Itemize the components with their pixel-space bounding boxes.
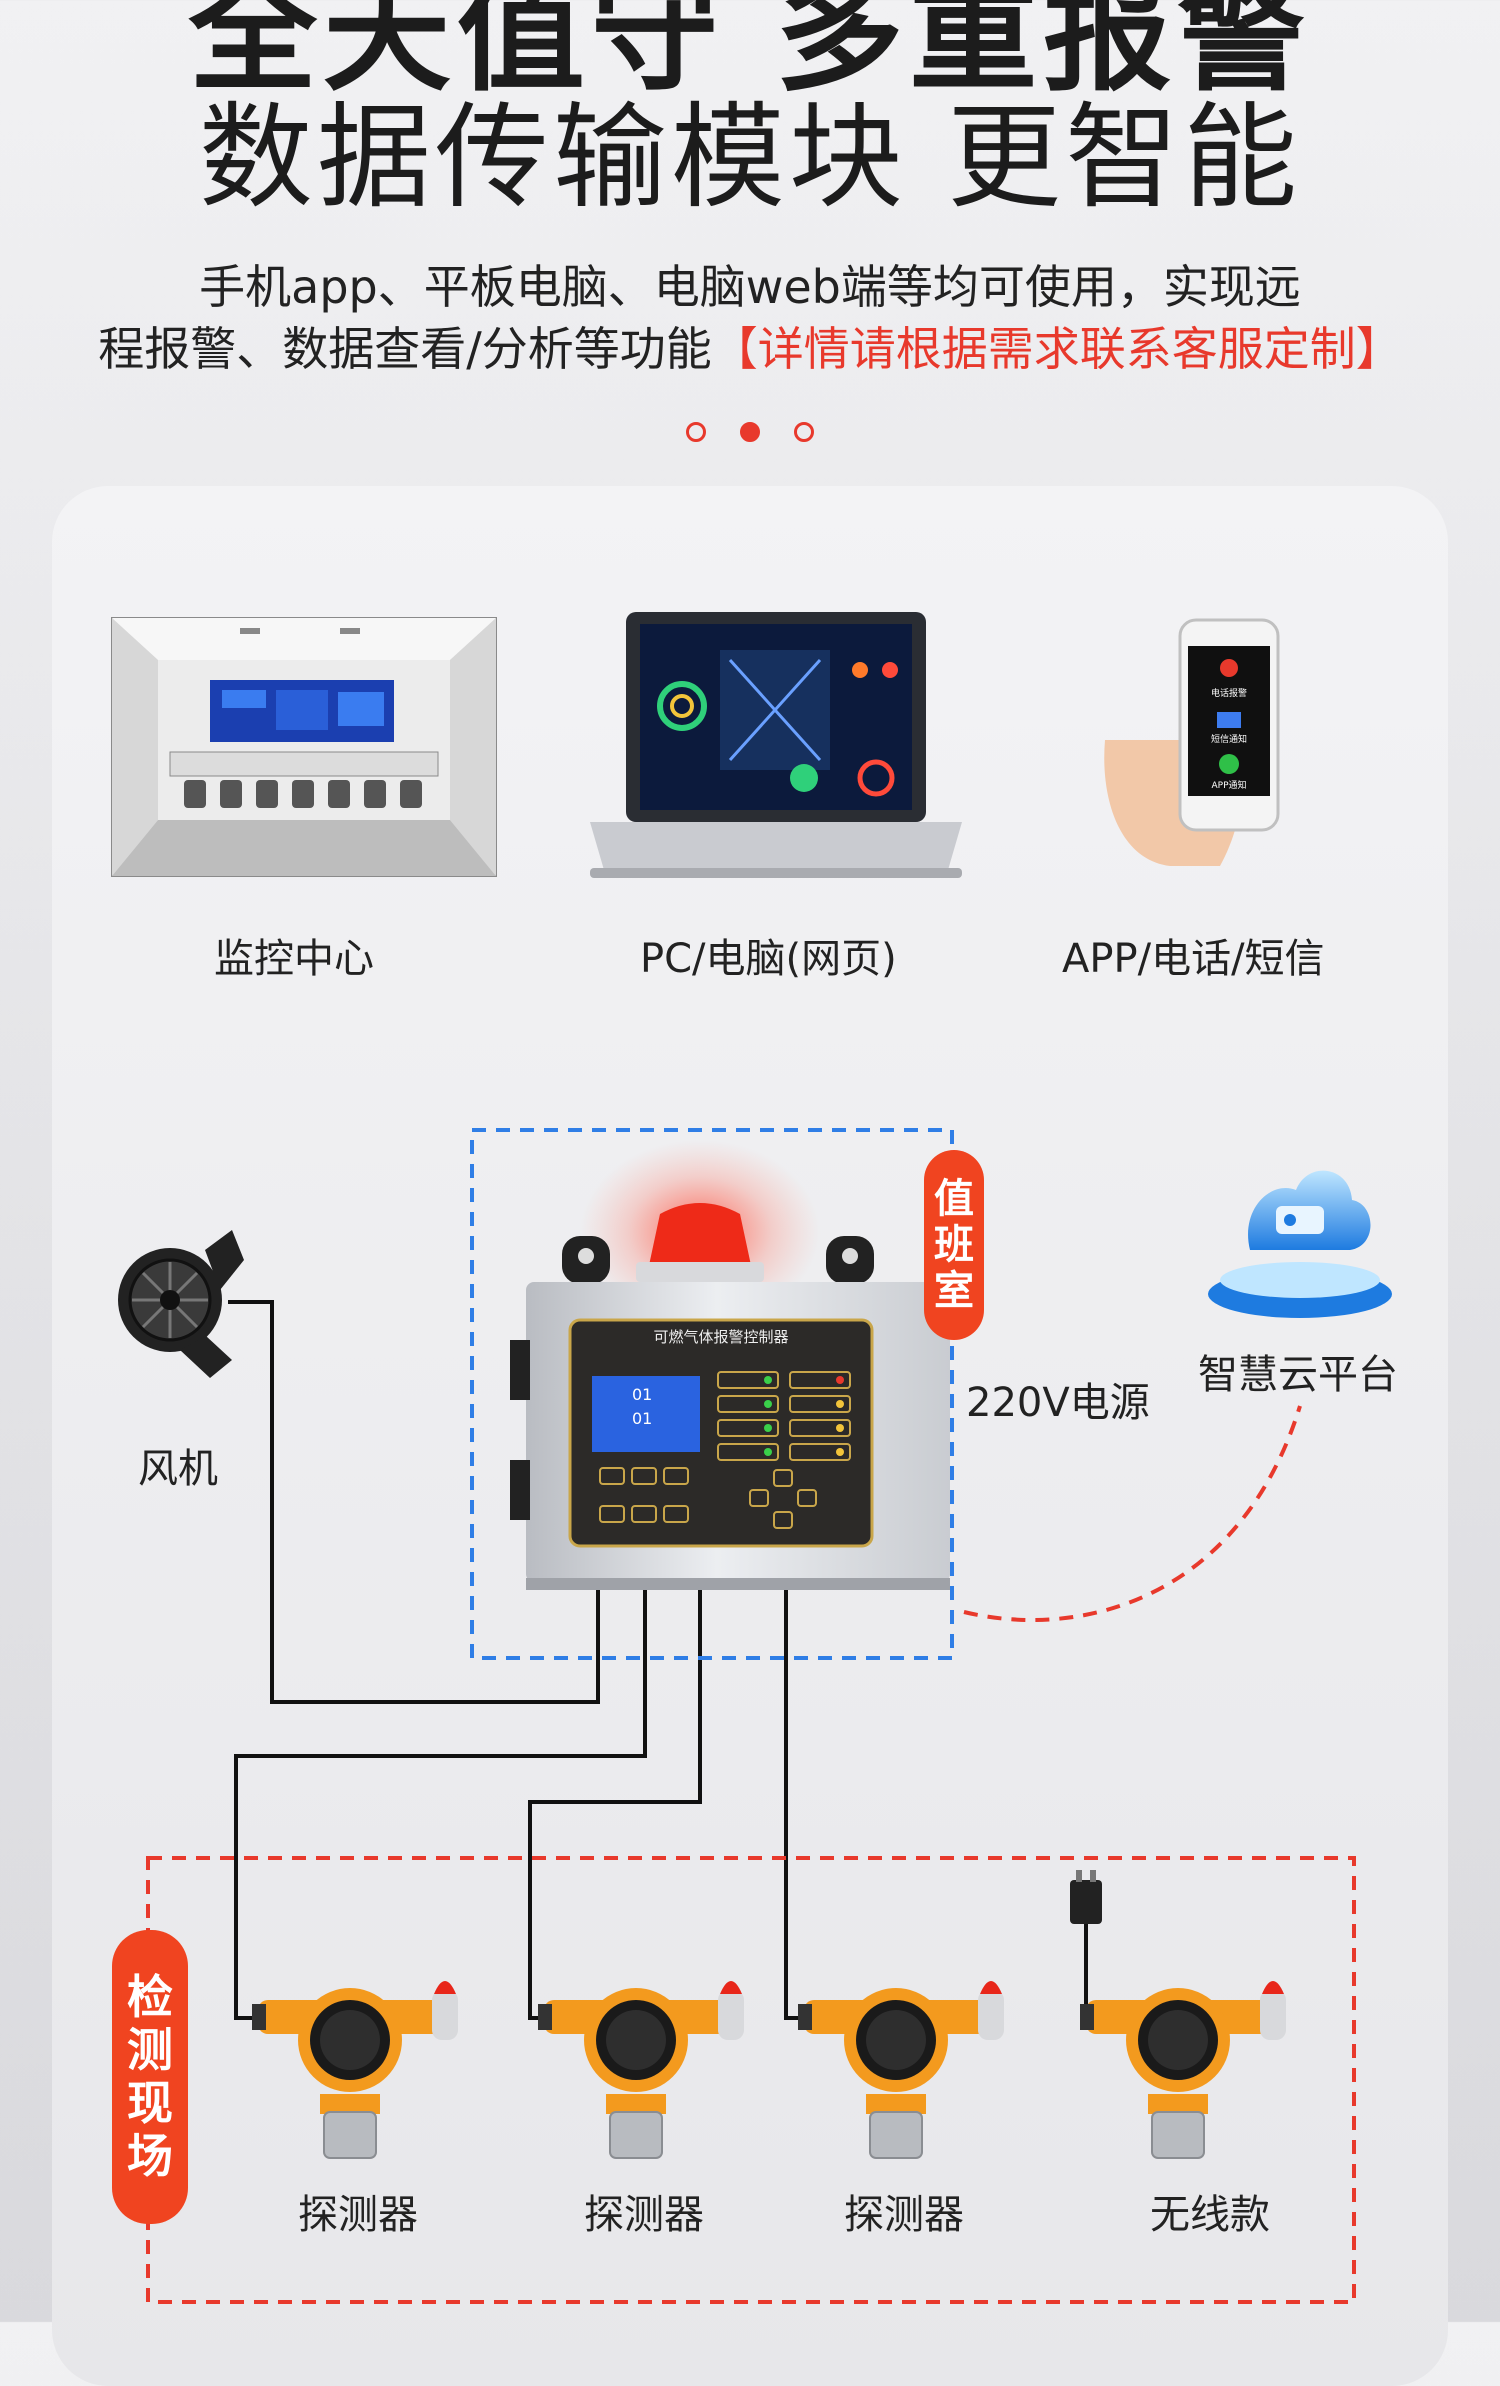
gas-detector-image bbox=[1080, 1981, 1286, 2159]
control-room-tag: 值 班 室 bbox=[924, 1150, 984, 1340]
site-tag-char: 检 bbox=[127, 1970, 173, 2025]
monitoring-center-image bbox=[111, 617, 497, 877]
headline-line1: 全天值守 多重报警 bbox=[188, 0, 1312, 109]
phone-in-hand-image: 电话报警 短信通知 APP通知 bbox=[1104, 618, 1280, 866]
carousel-dot[interactable] bbox=[794, 422, 814, 442]
description-highlight: 【详情请根据需求联系客服定制】 bbox=[711, 322, 1402, 376]
headline-line2: 数据传输模块 更智能 bbox=[198, 91, 1302, 224]
cloud-platform-image bbox=[1208, 1170, 1392, 1318]
laptop-image bbox=[590, 612, 962, 878]
phone-item-call: 电话报警 bbox=[1211, 687, 1247, 699]
power-label: 220V电源 bbox=[966, 1380, 1150, 1426]
cloud-label: 智慧云平台 bbox=[1198, 1352, 1398, 1398]
description-line2-text: 程报警、数据查看/分析等功能 bbox=[98, 322, 712, 376]
control-room-tag-char: 室 bbox=[934, 1268, 974, 1314]
fan-label: 风机 bbox=[138, 1446, 218, 1492]
terminal-label-pc: PC/电脑(网页) bbox=[640, 936, 897, 982]
alarm-controller: 可燃气体报警控制器 01 01 bbox=[510, 1140, 950, 1590]
terminal-label-monitoring-center: 监控中心 bbox=[214, 936, 374, 982]
terminal-label-app: APP/电话/短信 bbox=[1062, 936, 1325, 982]
cloud-link bbox=[963, 1405, 1302, 1622]
detector-label: 探测器 bbox=[298, 2192, 418, 2238]
control-room-boundary bbox=[470, 1128, 954, 1660]
detector-label: 探测器 bbox=[844, 2192, 964, 2238]
carousel-dot[interactable] bbox=[686, 422, 706, 442]
fan-image bbox=[118, 1230, 244, 1378]
gas-detector-image bbox=[798, 1981, 1004, 2159]
detector-label: 探测器 bbox=[584, 2192, 704, 2238]
gas-detector-image bbox=[252, 1981, 458, 2159]
gas-detector-image bbox=[538, 1981, 744, 2159]
site-tag-char: 现 bbox=[127, 2076, 173, 2130]
system-diagram: 电话报警 短信通知 APP通知 可燃气体报警控制器 01 01 bbox=[111, 612, 1392, 2304]
control-room-tag-char: 班 bbox=[934, 1222, 974, 1268]
power-adapter-image bbox=[1070, 1870, 1102, 1960]
site-tag-char: 场 bbox=[127, 2128, 173, 2183]
phone-item-app: APP通知 bbox=[1211, 779, 1246, 791]
carousel-dot-active[interactable] bbox=[740, 422, 760, 442]
wiring bbox=[228, 1300, 1108, 2020]
controller-title: 可燃气体报警控制器 bbox=[653, 1328, 788, 1346]
carousel-indicator[interactable] bbox=[0, 422, 1500, 442]
detector-label-wireless: 无线款 bbox=[1150, 2192, 1270, 2238]
phone-item-sms: 短信通知 bbox=[1211, 733, 1247, 745]
lcd-value-1: 01 bbox=[632, 1385, 652, 1404]
lcd-value-2: 01 bbox=[632, 1409, 652, 1428]
site-tag-char: 测 bbox=[127, 2023, 173, 2078]
description-line1: 手机app、平板电脑、电脑web端等均可使用，实现远 bbox=[199, 260, 1301, 314]
site-tag: 检 测 现 场 bbox=[112, 1930, 188, 2224]
control-room-tag-char: 值 bbox=[934, 1176, 974, 1222]
description-line2: 程报警、数据查看/分析等功能【详情请根据需求联系客服定制】 bbox=[0, 318, 1500, 380]
